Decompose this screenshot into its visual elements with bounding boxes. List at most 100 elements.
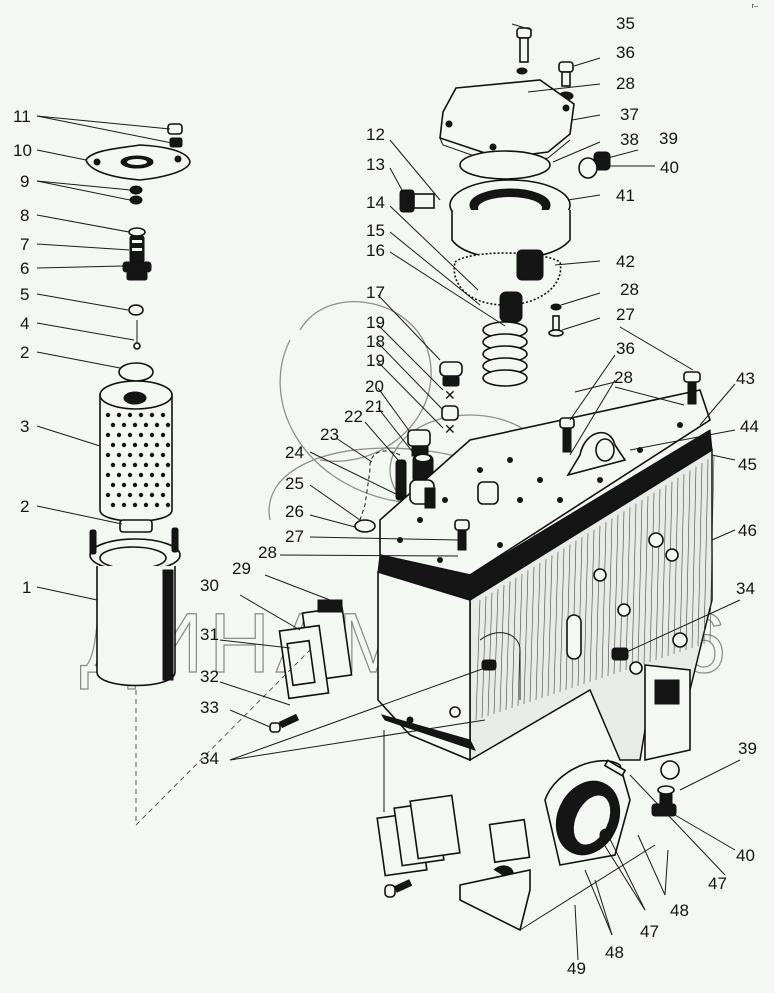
callout-9: 9 [20,172,29,191]
callout-1: 1 [22,578,31,597]
leader-lines [36,23,741,961]
callout-10: 10 [13,141,32,160]
perforation-hole [116,472,122,478]
shading-line [703,459,709,645]
perforation-hole [138,492,144,498]
perforation-hole [127,412,133,418]
perforation-hole [154,442,160,448]
callout-35: 35 [616,14,635,33]
callout-47-bottom: 47 [640,922,659,941]
callout-20: 20 [365,377,384,396]
callout-44: 44 [740,417,759,436]
shading-line [505,581,511,711]
perforation-hole [154,482,160,488]
callout-6: 6 [20,259,29,278]
perforation-hole [127,472,133,478]
perforation-hole [160,492,166,498]
perforation-hole [165,502,171,508]
svg-text:✕: ✕ [444,387,456,403]
callout-13: 13 [366,155,385,174]
callout-45: 45 [738,455,757,474]
perforation-hole [110,502,116,508]
crankcase-block [135,371,715,932]
bolt-hole [537,477,543,483]
perforation-hole [121,442,127,448]
callout-34-left: 34 [200,749,219,768]
perforation-hole [143,462,149,468]
callout-19-top: 19 [366,313,385,332]
callout-34-right: 34 [736,579,755,598]
nut-part [167,123,183,135]
svg-text:✕: ✕ [444,421,456,437]
callout-28-top: 28 [616,74,635,93]
shading-line [535,562,541,701]
callout-25: 25 [285,474,304,493]
perforation-hole [149,472,155,478]
shading-line [583,533,589,685]
perforation-hole [127,492,133,498]
callout-37: 37 [620,105,639,124]
callout-48-bottom: 48 [605,943,624,962]
callout-8: 8 [20,206,29,225]
perforation-hole [116,432,122,438]
shading-line [607,518,613,677]
shading-line [601,522,607,679]
perforation-hole [160,452,166,458]
shading-line [475,599,481,721]
callout-48-right: 48 [670,901,689,920]
callout-33: 33 [200,698,219,717]
perforation-hole [138,412,144,418]
callout-28-left: 28 [258,543,277,562]
shading-line [595,525,601,681]
perforation-hole [121,422,127,428]
shading-line [523,570,529,705]
perforation-hole [138,452,144,458]
perforation-hole [132,442,138,448]
callout-21: 21 [365,397,384,416]
perforation-hole [138,472,144,478]
shading-line [619,511,625,673]
perforation-hole [154,462,160,468]
perforation-hole [127,432,133,438]
perforation-hole [110,482,116,488]
callout-15: 15 [366,221,385,240]
callout-41: 41 [616,186,635,205]
shading-line [589,529,595,683]
shading-line [691,466,697,649]
callout-36-mid: 36 [616,339,635,358]
callout-12: 12 [366,125,385,144]
bolt-hole [517,497,523,503]
shading-line [685,470,691,651]
callout-30: 30 [200,576,219,595]
shading-line [643,496,649,665]
perforation-hole [105,492,111,498]
callout-18: 18 [366,332,385,351]
perforation-hole [132,462,138,468]
callout-5: 5 [20,285,29,304]
callout-4: 4 [20,314,29,333]
shading-line [559,548,565,693]
callout-28-mid: 28 [620,280,639,299]
perforation-hole [116,452,122,458]
callout-labels: 11 10 9 8 7 6 5 4 2 3 2 1 12 13 14 15 16… [13,14,759,978]
perforation-hole [105,452,111,458]
shading-line [487,592,493,717]
perforation-hole [154,502,160,508]
perforation-hole [110,422,116,428]
casting-shading [475,455,715,721]
shading-line [547,555,553,697]
perforation-hole [143,422,149,428]
bolt-hole [677,422,683,428]
callout-17: 17 [366,283,385,302]
corner-mark: r– [751,3,758,10]
bolt-hole [597,477,603,483]
bolt-hole [437,557,443,563]
perforation-hole [105,412,111,418]
shading-line [679,474,685,653]
callout-2-top: 2 [20,343,29,362]
perforation-hole [165,482,171,488]
valve-stack: ✕ ✕ [354,361,463,533]
callout-3: 3 [20,417,29,436]
perforation-hole [105,432,111,438]
